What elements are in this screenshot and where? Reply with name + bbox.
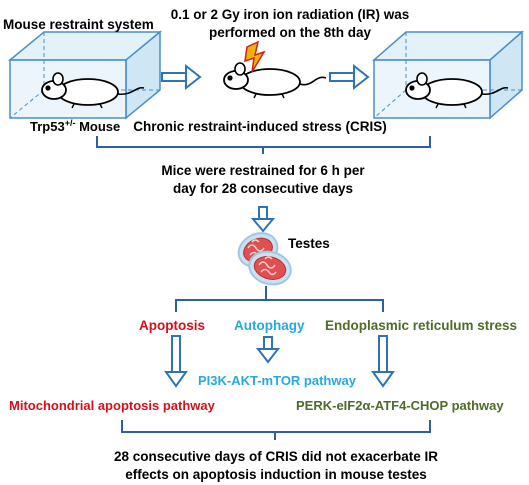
- ir-description-line2: performed on the 8th day: [209, 25, 372, 40]
- arrow-down-er-stress: [371, 335, 395, 388]
- restraint-box-left-icon: [7, 30, 163, 120]
- mito-pathway-label: Mitochondrial apoptosis pathway: [9, 398, 216, 413]
- mouse-genotype-main: Trp53: [30, 119, 65, 134]
- mouse-in-box-right-icon: [405, 72, 509, 109]
- arrow-down-apoptosis: [164, 335, 188, 388]
- ir-description-line1: 0.1 or 2 Gy iron ion radiation (IR) was: [171, 7, 410, 22]
- restrained-line2: day for 28 consecutive days: [173, 181, 353, 196]
- tree-branch: [175, 299, 384, 312]
- bracket-top: [96, 136, 431, 148]
- mouse-in-box-left-icon: [41, 72, 145, 109]
- testes-label: Testes: [288, 236, 330, 251]
- cris-label: Chronic restraint-induced stress (CRIS): [133, 119, 387, 134]
- bracket-bottom: [121, 420, 431, 433]
- arrow-box-to-ir: [161, 63, 202, 91]
- lightning-icon: [244, 40, 266, 73]
- arrow-ir-to-box: [329, 63, 370, 91]
- pi3k-pathway-label: PI3K-AKT-mTOR pathway: [198, 373, 357, 388]
- testes-icon: [237, 232, 292, 286]
- conclusion-line1: 28 consecutive days of CRIS did not exac…: [114, 449, 438, 464]
- apoptosis-label: Apoptosis: [139, 318, 205, 333]
- arrow-down-autophagy: [255, 336, 281, 364]
- perk-pathway-label: PERK-eIF2α-ATF4-CHOP pathway: [296, 398, 504, 413]
- restrained-line1: Mice were restrained for 6 h per: [161, 163, 365, 178]
- conclusion-line2: effects on apoptosis induction in mouse …: [125, 467, 427, 482]
- mouse-genotype-label: Trp53+/- Mouse: [30, 118, 120, 134]
- er-stress-label: Endoplasmic reticulum stress: [325, 318, 517, 333]
- mouse-genotype-rest: Mouse: [75, 119, 120, 134]
- mouse-irradiated-icon: [223, 62, 327, 99]
- autophagy-label: Autophagy: [234, 318, 305, 333]
- arrow-down-to-testes: [250, 206, 276, 233]
- mouse-genotype-sup: +/-: [65, 118, 76, 128]
- restraint-system-label: Mouse restraint system: [3, 17, 154, 32]
